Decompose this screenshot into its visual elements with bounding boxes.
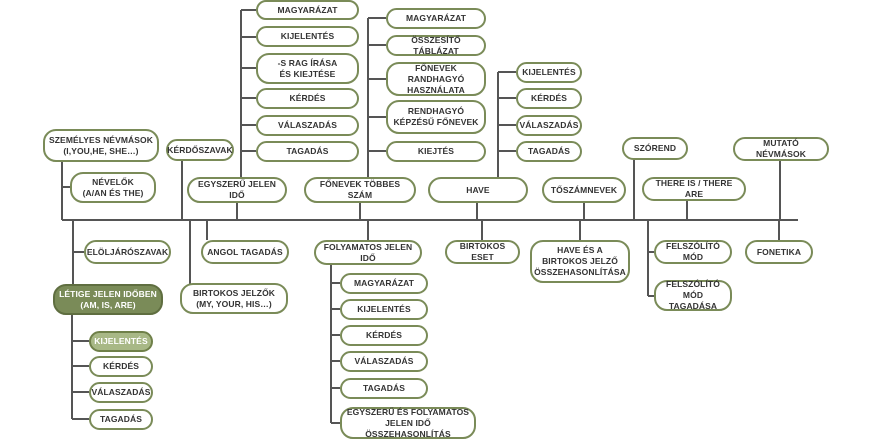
node-birtokos-jelzok[interactable]: BIRTOKOS JELZŐK (MY, YOUR, HIS…)	[180, 283, 288, 314]
node-eloljaroszavak[interactable]: ELÖLJÁRÓSZAVAK	[84, 240, 171, 264]
node-szemelyes-nevmasok[interactable]: SZEMÉLYES NÉVMÁSOK (I,YOU,HE, SHE…)	[43, 129, 159, 162]
node-kerdoszavak[interactable]: KÉRDŐSZAVAK	[166, 139, 234, 161]
node-felszolito-mod-tagadasa[interactable]: FELSZÓLÍTÓ MÓD TAGADÁSA	[654, 279, 732, 311]
node-folyamatos-jelen-ido[interactable]: FOLYAMATOS JELEN IDŐ	[314, 240, 422, 265]
node-folyamatos-valaszadas[interactable]: VÁLASZADÁS	[340, 351, 428, 372]
node-egyszeru-es-folyamatos[interactable]: EGYSZERŰ ÉS FOLYAMATOS JELEN IDŐ ÖSSZEHA…	[340, 407, 476, 439]
node-have-tagadas[interactable]: TAGADÁS	[516, 141, 582, 162]
node-folyamatos-tagadas[interactable]: TAGADÁS	[340, 378, 428, 399]
node-nevelok[interactable]: NÉVELŐK (A/AN ÉS THE)	[70, 172, 156, 203]
node-s-rag[interactable]: -S RAG ÍRÁSA ÉS KIEJTÉSE	[256, 53, 359, 84]
node-there-is-there-are[interactable]: THERE IS / THERE ARE	[642, 177, 746, 201]
node-egyszeru-magyarazat[interactable]: MAGYARÁZAT	[256, 0, 359, 20]
node-letige-kijelentes[interactable]: KIJELENTÉS	[89, 331, 153, 352]
node-angol-tagadas[interactable]: ANGOL TAGADÁS	[201, 240, 289, 264]
node-have-valaszadas[interactable]: VÁLASZADÁS	[516, 115, 582, 136]
node-letige-tagadas[interactable]: TAGADÁS	[89, 409, 153, 430]
node-folyamatos-kijelentes[interactable]: KIJELENTÉS	[340, 299, 428, 320]
node-egyszeru-valaszadas[interactable]: VÁLASZADÁS	[256, 115, 359, 136]
node-egyszeru-kijelentes[interactable]: KIJELENTÉS	[256, 26, 359, 47]
node-rendhagyo-kepzesu[interactable]: RENDHAGYÓ KÉPZÉSŰ FŐNEVEK	[386, 100, 486, 134]
node-folyamatos-kerdes[interactable]: KÉRDÉS	[340, 325, 428, 346]
node-letige-valaszadas[interactable]: VÁLASZADÁS	[89, 382, 153, 403]
node-fonevek-kiejtes[interactable]: KIEJTÉS	[386, 141, 486, 162]
node-have[interactable]: HAVE	[428, 177, 528, 203]
node-toszamnevek[interactable]: TŐSZÁMNEVEK	[542, 177, 626, 203]
node-letige-kerdes[interactable]: KÉRDÉS	[89, 356, 153, 377]
node-fonevek-magyarazat[interactable]: MAGYARÁZAT	[386, 8, 486, 29]
node-folyamatos-magyarazat[interactable]: MAGYARÁZAT	[340, 273, 428, 294]
node-fonevek-randhagyo[interactable]: FŐNEVEK RANDHAGYÓ HASZNÁLATA	[386, 62, 486, 96]
node-fonevek-tobbes-szam[interactable]: FŐNEVEK TÖBBES SZÁM	[304, 177, 416, 203]
node-have-kerdes[interactable]: KÉRDÉS	[516, 88, 582, 109]
node-egyszeru-kerdes[interactable]: KÉRDÉS	[256, 88, 359, 109]
node-egyszeru-jelen-ido[interactable]: EGYSZERŰ JELEN IDŐ	[187, 177, 287, 203]
node-szorend[interactable]: SZÓREND	[622, 137, 688, 160]
node-birtokos-eset[interactable]: BIRTOKOS ESET	[445, 240, 520, 264]
node-egyszeru-tagadas[interactable]: TAGADÁS	[256, 141, 359, 162]
node-mutato-nevmasok[interactable]: MUTATÓ NÉVMÁSOK	[733, 137, 829, 161]
node-fonetika[interactable]: FONETIKA	[745, 240, 813, 264]
node-have-kijelentes[interactable]: KIJELENTÉS	[516, 62, 582, 83]
node-felszolito-mod[interactable]: FELSZÓLÍTÓ MÓD	[654, 240, 732, 264]
node-have-es-birtokos-jelzo[interactable]: HAVE ÉS A BIRTOKOS JELZŐ ÖSSZEHASONLÍTÁS…	[530, 240, 630, 283]
node-letige-jelen-idoben[interactable]: LÉTIGE JELEN IDŐBEN (AM, IS, ARE)	[53, 284, 163, 315]
node-osszesito-tablazat[interactable]: ÖSSZESÍTŐ TÁBLÁZAT	[386, 35, 486, 56]
